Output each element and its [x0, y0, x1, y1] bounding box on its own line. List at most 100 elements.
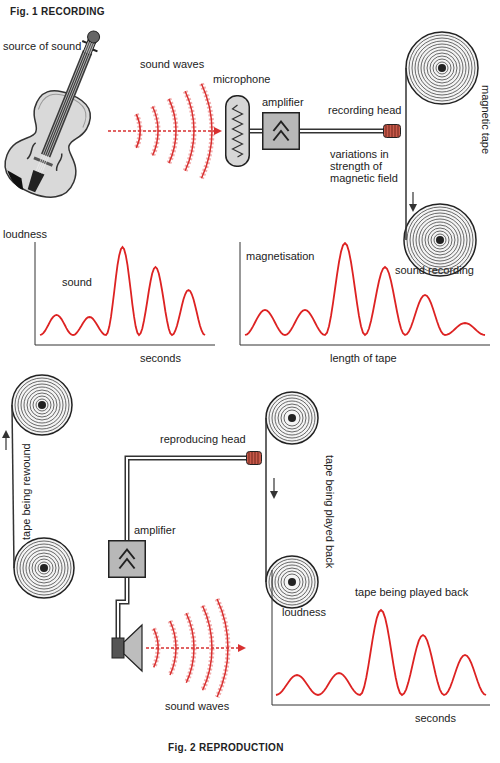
tape-winding	[30, 393, 54, 417]
reel-rim	[266, 556, 318, 608]
tape-direction	[273, 478, 274, 492]
tape-winding	[413, 213, 467, 267]
tape-winding	[23, 547, 65, 589]
tape-winding	[412, 38, 472, 98]
reel-rim	[14, 538, 74, 598]
tape-reel	[12, 375, 72, 435]
tape-head: recording head	[383, 124, 401, 138]
tape-winding	[421, 47, 463, 89]
part-label: magnetic tape	[480, 85, 492, 154]
tape-winding	[20, 544, 68, 592]
tape-reel	[14, 538, 74, 598]
part-label: recording head	[328, 104, 401, 116]
part-label: loudness	[282, 606, 326, 618]
part-label: amplifier	[134, 524, 176, 536]
reel-rim	[12, 375, 72, 435]
tape-winding	[272, 562, 312, 602]
sound-graph	[35, 242, 215, 345]
part-label: sound	[62, 276, 92, 288]
speaker-wire	[118, 578, 127, 638]
tape-winding	[36, 399, 48, 411]
tape-winding	[27, 390, 57, 420]
tape-winding	[33, 396, 51, 414]
tape-reel	[266, 392, 318, 444]
wire-outer	[127, 458, 246, 540]
part-label: source of sound	[3, 40, 81, 52]
tape-winding	[15, 378, 69, 432]
part-label: tape being played back	[324, 455, 336, 568]
tape-winding	[35, 559, 53, 577]
reel-hub	[38, 401, 46, 409]
amp-outline	[108, 540, 146, 578]
arrowhead	[270, 491, 278, 499]
part-label: sound waves	[140, 58, 204, 70]
tape-winding	[24, 387, 60, 423]
tape-winding	[436, 62, 448, 74]
tape-winding	[18, 381, 66, 429]
tape-winding	[425, 225, 455, 255]
wire-outer	[300, 129, 383, 134]
mic-outline	[225, 95, 250, 167]
tape-winding	[427, 53, 457, 83]
arrowhead	[238, 644, 246, 652]
arrowhead	[214, 127, 222, 135]
tape-reel	[406, 32, 478, 104]
wire-inner	[250, 130, 262, 132]
tape-reel	[266, 556, 318, 608]
part-label: sound waves	[165, 700, 229, 712]
violin	[0, 18, 129, 207]
amplifier-box: amplifier	[108, 540, 146, 578]
reel-hub	[288, 578, 296, 586]
tape-winding	[430, 56, 454, 80]
tape-winding	[433, 59, 451, 77]
tape-winding	[275, 565, 309, 599]
playback-graph	[272, 570, 490, 705]
tape-winding	[281, 407, 303, 429]
reel-hub	[288, 414, 296, 422]
signal-wire	[127, 458, 246, 540]
wave-direction	[146, 647, 240, 649]
head-outline	[246, 451, 262, 465]
arrowhead	[409, 204, 417, 212]
tape-winding	[424, 50, 460, 86]
head-outline	[383, 124, 401, 138]
tape-winding	[407, 207, 473, 273]
tape-winding	[431, 231, 449, 249]
tape-direction	[5, 438, 6, 450]
wire-inner	[127, 458, 246, 540]
tape-direction	[412, 192, 413, 206]
rewound-tape	[12, 405, 14, 568]
tape-winding	[21, 384, 63, 426]
reel-rim	[406, 32, 478, 104]
arrowhead	[2, 430, 10, 438]
part-label: length of tape	[330, 352, 397, 364]
signal-wire	[300, 131, 383, 132]
tape-winding	[418, 44, 466, 92]
part-label: seconds	[140, 352, 181, 364]
tape-winding	[284, 410, 300, 426]
tape-winding	[419, 219, 461, 261]
reel-hub	[40, 564, 48, 572]
tape-winding	[38, 562, 50, 574]
part-label: magnetisation	[246, 250, 315, 262]
tape-winding	[428, 228, 452, 252]
part-label: loudness	[3, 228, 47, 240]
part-label: reproducing head	[160, 433, 246, 445]
reel-hub	[438, 64, 446, 72]
tape-winding	[275, 401, 309, 435]
tape-winding	[410, 210, 470, 270]
figure-title: Fig. 1 RECORDING	[10, 6, 105, 18]
tape-winding	[26, 550, 62, 586]
reel-hub	[436, 236, 444, 244]
part-label: tape being rewound	[20, 443, 32, 540]
played-tape	[265, 418, 267, 582]
tape-winding	[32, 556, 56, 580]
wire-inner	[300, 130, 383, 132]
tape-winding	[281, 571, 303, 593]
tape-winding	[278, 404, 306, 432]
wire-outer	[250, 129, 262, 134]
part-label: variations in strength of magnetic field	[330, 148, 404, 184]
